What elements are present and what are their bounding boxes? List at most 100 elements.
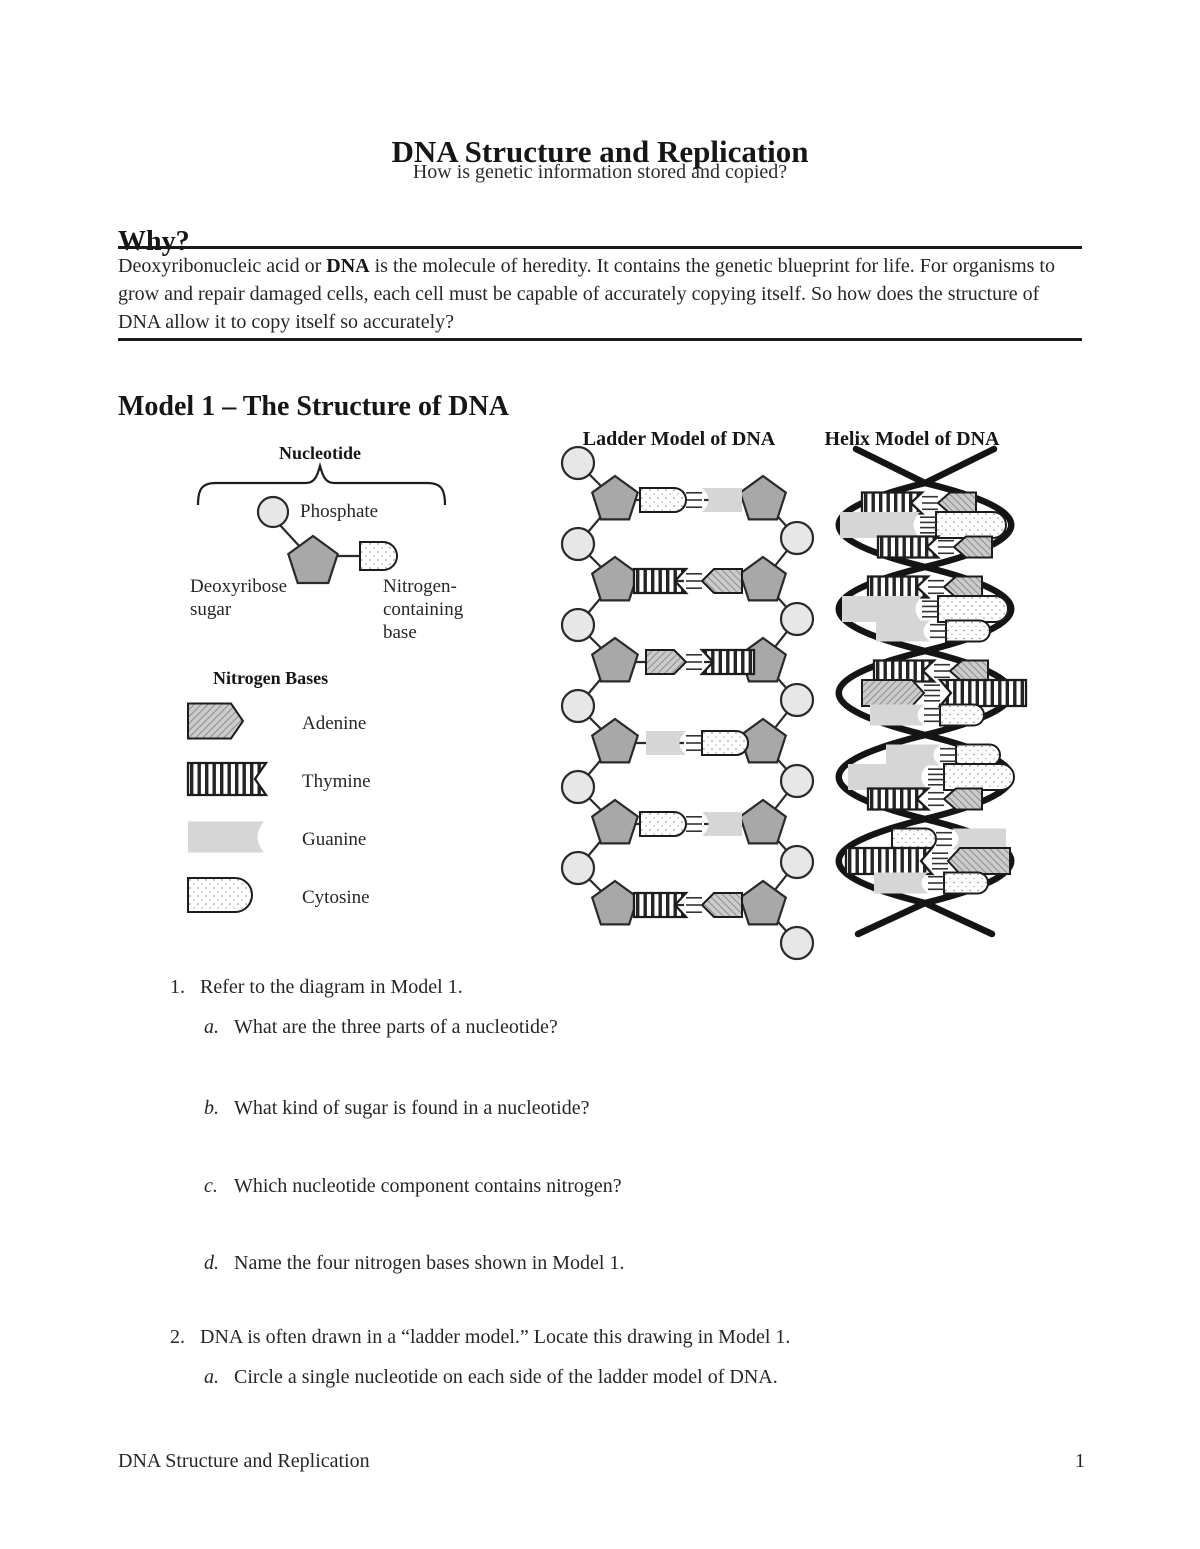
phosphate-shape: [560, 850, 596, 886]
question-1c-letter: c.: [204, 1175, 218, 1197]
question-1a-text: What are the three parts of a nucleotide…: [234, 1016, 558, 1038]
base-C: [891, 827, 937, 851]
base-A: [948, 659, 989, 683]
base-T: [632, 891, 689, 919]
base-label-line1: Nitrogen-: [383, 576, 457, 597]
helix-base-pairs: [840, 491, 1028, 895]
dna-models-diagram: Nucleotide Phosphate Deoxyribose sugar N…: [186, 428, 1028, 961]
base-T: [844, 846, 935, 876]
base-G: [840, 512, 920, 538]
base-C: [639, 487, 687, 513]
question-2a-text: Circle a single nucleotide on each side …: [234, 1366, 778, 1388]
phosphate-shape: [560, 688, 596, 724]
helix-model-heading: Helix Model of DNA: [825, 428, 1001, 450]
base-G: [646, 731, 686, 755]
base-C: [955, 743, 1001, 767]
why-text-bold: DNA: [326, 255, 370, 277]
legend-heading: Nitrogen Bases: [213, 668, 328, 688]
base-T: [699, 648, 756, 676]
why-text-pre: Deoxyribonucleic acid or: [118, 255, 327, 277]
base-G: [188, 821, 264, 853]
phosphate-shape: [779, 925, 815, 961]
base-A: [187, 702, 245, 740]
model-1-heading: Model 1 – The Structure of DNA: [118, 391, 509, 423]
base-T: [860, 491, 925, 515]
base-A: [936, 491, 977, 515]
why-text-post: is the molecule of heredity. It contains…: [118, 255, 1055, 333]
why-heading: Why?: [118, 226, 190, 258]
question-1b-letter: b.: [204, 1097, 219, 1119]
legend-label-cytosine: Cytosine: [302, 887, 370, 908]
base-G: [870, 704, 924, 726]
question-1d-letter: d.: [204, 1252, 219, 1274]
base-C: [943, 871, 989, 895]
base-label-line3: base: [383, 622, 417, 643]
sugar-label-line2: sugar: [190, 599, 232, 620]
divider-bottom: [118, 338, 1082, 341]
base-T: [866, 575, 931, 599]
base-T: [632, 567, 689, 595]
base-G: [886, 744, 940, 766]
phosphate-shape: [560, 526, 596, 562]
ladder-model-heading: Ladder Model of DNA: [583, 428, 776, 450]
question-2a-letter: a.: [204, 1366, 219, 1388]
sugar-shape: [590, 717, 640, 764]
base-C: [701, 730, 749, 756]
phosphate-shape: [560, 607, 596, 643]
nucleotide-brace: [196, 461, 447, 506]
base-C: [945, 619, 991, 643]
base-C: [359, 541, 398, 571]
phosphate-shape: [779, 601, 815, 637]
base-A: [942, 575, 983, 599]
sugar-label-line1: Deoxyribose: [190, 576, 287, 597]
base-T: [186, 761, 269, 797]
base-A: [861, 679, 926, 707]
phosphate-shape: [779, 844, 815, 880]
base-A: [700, 892, 743, 918]
ladder-backbone-lines: [577, 462, 798, 944]
base-A: [946, 847, 1011, 875]
nucleotide-diagram-shapes: [196, 461, 447, 585]
base-T: [872, 659, 937, 683]
legend-label-adenine: Adenine: [302, 713, 366, 734]
phosphate-shape: [560, 445, 596, 481]
why-paragraph: Deoxyribonucleic acid or DNA is the mole…: [118, 252, 1086, 336]
sugar-shape: [590, 474, 640, 521]
question-2-number: 2.: [170, 1326, 185, 1348]
base-A: [645, 649, 688, 675]
base-A: [942, 787, 983, 811]
sugar-shape: [738, 798, 788, 845]
phosphate-shape: [256, 495, 290, 529]
base-G: [702, 488, 742, 512]
diagram-shapes: [186, 445, 1028, 961]
sugar-shape: [590, 798, 640, 845]
base-C: [939, 703, 985, 727]
base-label-line2: containing: [383, 599, 464, 620]
sugar-shape: [738, 555, 788, 602]
base-T: [937, 678, 1028, 708]
question-2-text: DNA is often drawn in a “ladder model.” …: [200, 1326, 791, 1348]
footer-title: DNA Structure and Replication: [118, 1450, 370, 1472]
question-1-number: 1.: [170, 976, 185, 998]
base-C: [937, 595, 1009, 623]
base-G: [842, 596, 922, 622]
question-1c-text: Which nucleotide component contains nitr…: [234, 1175, 622, 1197]
phosphate-shape: [779, 682, 815, 718]
sugar-shape: [738, 474, 788, 521]
sugar-shape: [738, 879, 788, 926]
base-T: [876, 535, 941, 559]
base-C: [187, 877, 253, 913]
footer-page-number: 1: [1075, 1450, 1085, 1472]
divider-top: [118, 246, 1082, 249]
base-G: [874, 872, 928, 894]
nitrogen-bases-legend-shapes: [186, 702, 269, 913]
base-C: [935, 511, 1007, 539]
base-T: [866, 787, 931, 811]
question-1a-letter: a.: [204, 1016, 219, 1038]
base-A: [700, 568, 743, 594]
page-subtitle: How is genetic information stored and co…: [412, 161, 788, 183]
base-G: [952, 828, 1006, 850]
sugar-shape: [590, 636, 640, 683]
ladder-shapes: [560, 445, 815, 961]
